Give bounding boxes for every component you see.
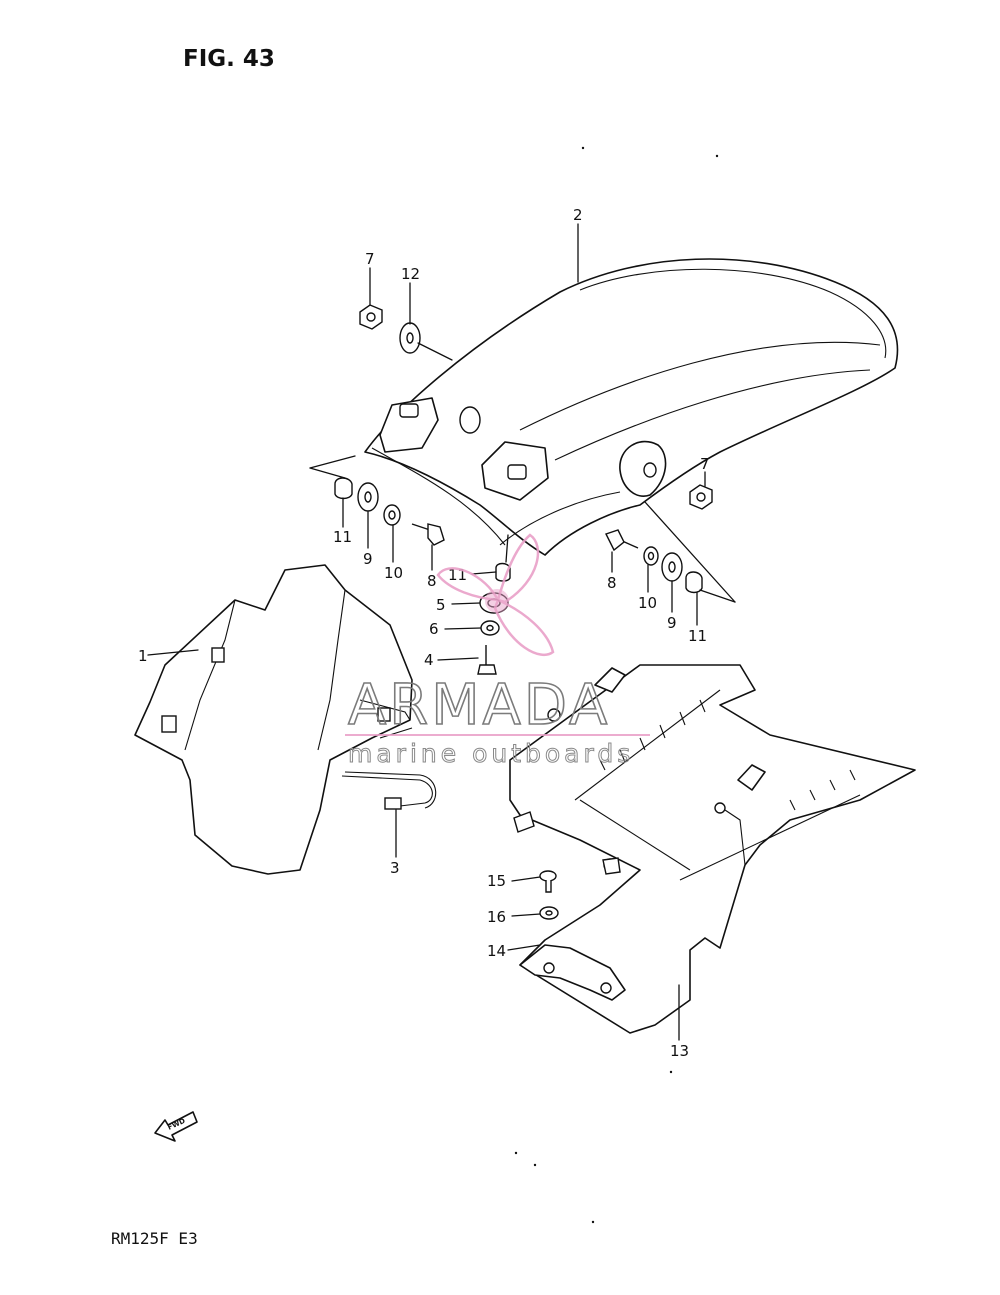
watermark: ARMADA marine outboards <box>345 533 650 769</box>
mounting-bracket <box>519 944 626 1001</box>
fender-clip <box>341 771 437 810</box>
forward-arrow-icon: FWD <box>154 1111 198 1142</box>
callout-11-right: 11 <box>688 627 707 645</box>
figure-title: FIG. 43 <box>183 46 275 72</box>
callout-5: 5 <box>436 596 446 614</box>
callout-3: 3 <box>390 859 400 877</box>
callout-9-right: 9 <box>667 614 677 632</box>
callout-2: 2 <box>573 206 583 224</box>
callout-11-left: 11 <box>333 528 352 546</box>
callout-1: 1 <box>138 647 148 665</box>
callout-10-right: 10 <box>638 594 657 612</box>
hardware-set <box>334 304 713 920</box>
callout-4: 4 <box>424 651 434 669</box>
front-fender <box>134 564 413 875</box>
callout-13: 13 <box>670 1042 689 1060</box>
callout-8-left: 8 <box>427 572 437 590</box>
model-code: RM125F E3 <box>111 1229 198 1248</box>
callout-10-left: 10 <box>384 564 403 582</box>
callout-7-top: 7 <box>365 250 375 268</box>
callout-numbers: 1 2 3 4 5 6 7 7 8 8 9 9 10 10 11 11 11 1… <box>138 206 710 1060</box>
callout-9-left: 9 <box>363 550 373 568</box>
callout-6: 6 <box>429 620 439 638</box>
watermark-tagline: marine outboards <box>348 739 634 768</box>
watermark-brand: ARMADA <box>348 673 610 738</box>
propeller-logo-icon <box>436 533 555 657</box>
leader-lines <box>147 223 736 1041</box>
callout-8-right: 8 <box>607 574 617 592</box>
callout-7-right: 7 <box>700 455 710 473</box>
callout-12: 12 <box>401 265 420 283</box>
callout-15: 15 <box>487 872 506 890</box>
rear-fender <box>364 258 899 556</box>
callout-14: 14 <box>487 942 506 960</box>
callout-16: 16 <box>487 908 506 926</box>
